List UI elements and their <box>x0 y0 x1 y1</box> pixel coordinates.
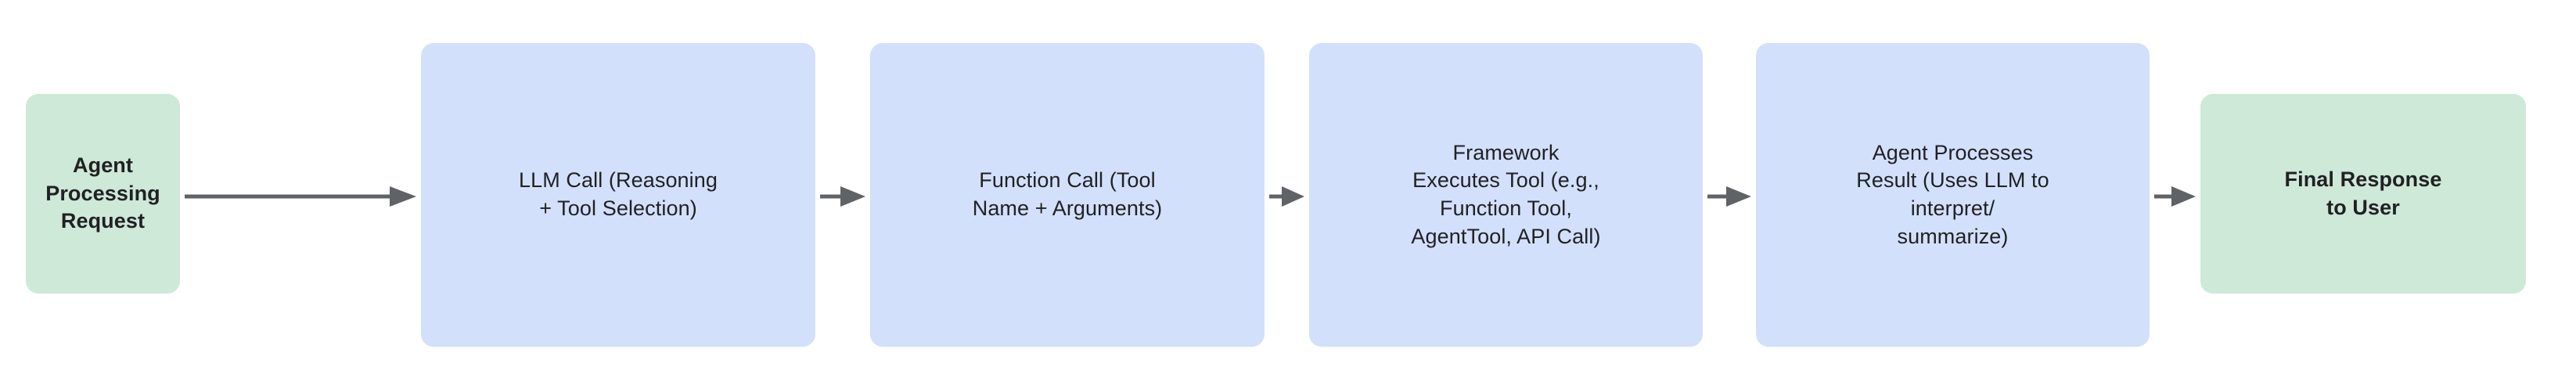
flow-arrow-agent-processes-result-to-final-response-to-user <box>2154 185 2196 208</box>
flow-node-label: Function Call (Tool Name + Arguments) <box>972 168 1163 220</box>
flow-node-label: Agent Processes Result (Uses LLM to inte… <box>1856 140 2049 248</box>
flow-arrow-agent-processing-request-to-llm-call <box>185 185 416 208</box>
flow-node-label: Agent Processing Request <box>45 153 160 233</box>
flow-node-framework-executes-tool[interactable]: Framework Executes Tool (e.g., Function … <box>1309 43 1703 347</box>
flow-node-label: Final Response to User <box>2284 167 2442 219</box>
flow-node-agent-processes-result[interactable]: Agent Processes Result (Uses LLM to inte… <box>1756 43 2150 347</box>
flow-node-label: Framework Executes Tool (e.g., Function … <box>1411 140 1601 248</box>
flow-node-label: LLM Call (Reasoning + Tool Selection) <box>518 168 718 220</box>
flow-arrow-framework-executes-tool-to-agent-processes-result <box>1707 185 1751 208</box>
flow-node-llm-call[interactable]: LLM Call (Reasoning + Tool Selection) <box>421 43 815 347</box>
flow-arrow-function-call-to-framework-executes-tool <box>1269 185 1304 208</box>
flow-node-function-call[interactable]: Function Call (Tool Name + Arguments) <box>870 43 1265 347</box>
flow-node-final-response-to-user[interactable]: Final Response to User <box>2200 94 2526 294</box>
flow-arrow-llm-call-to-function-call <box>820 185 865 208</box>
flow-node-agent-processing-request[interactable]: Agent Processing Request <box>26 94 180 294</box>
